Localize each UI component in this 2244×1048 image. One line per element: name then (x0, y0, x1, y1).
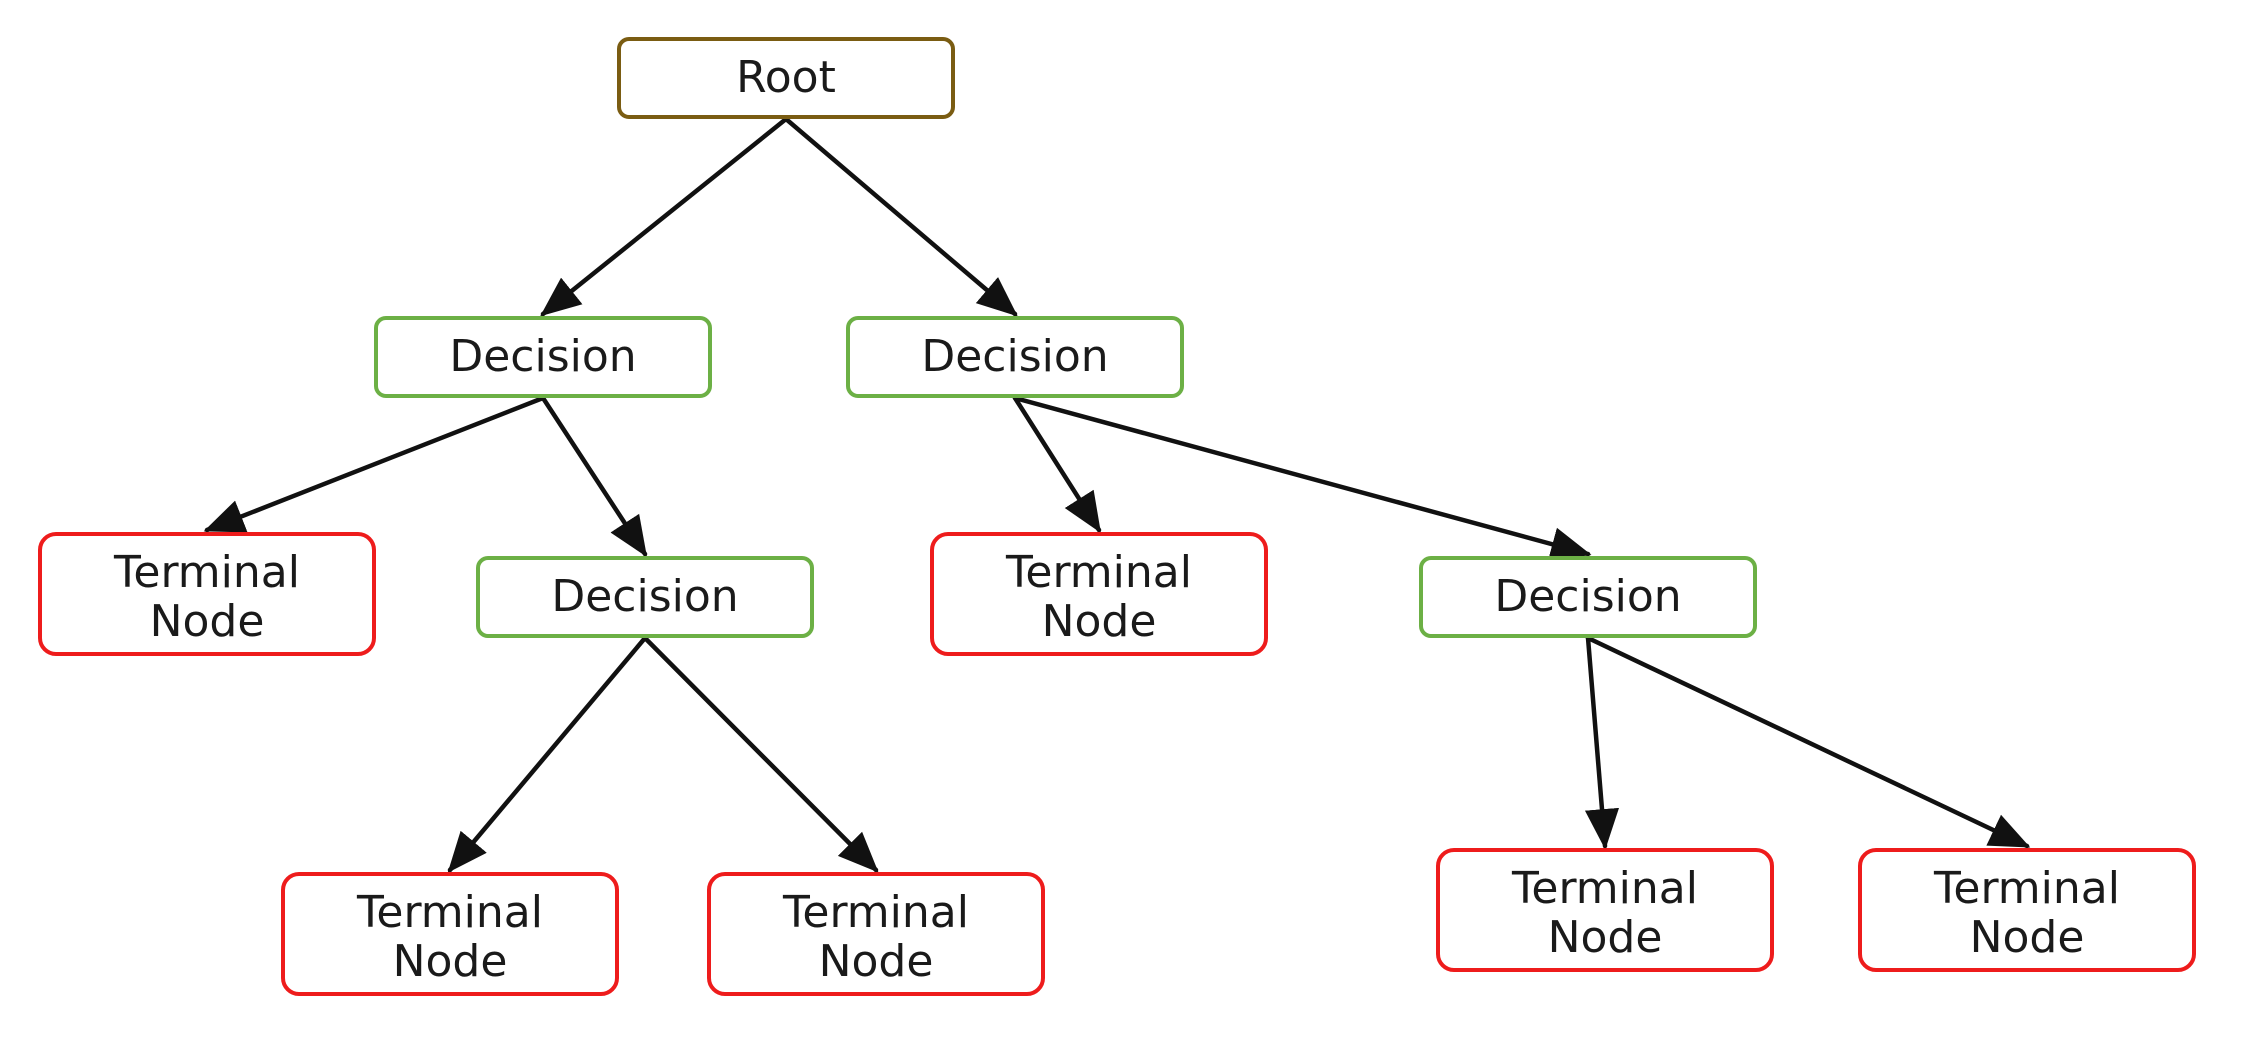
decision-node-right-child: Decision (1419, 556, 1757, 638)
edge-arrow-d3-t3 (447, 635, 648, 873)
edge-arrow-d4-t5 (1584, 635, 1620, 850)
terminal-node-2: Terminal Node (930, 532, 1268, 656)
edge-arrow-root-d1 (540, 116, 789, 317)
edge-arrow-root-d2 (783, 116, 1018, 317)
terminal-node-4: Terminal Node (707, 872, 1045, 996)
root-node-label: Root (736, 52, 836, 104)
terminal-node-label: Terminal Node (783, 886, 969, 987)
terminal-node-label: Terminal Node (357, 886, 543, 987)
decision-node-left-child: Decision (476, 556, 814, 638)
decision-node-label: Decision (921, 331, 1109, 383)
terminal-node-label: Terminal Node (1006, 546, 1192, 647)
terminal-node-label: Terminal Node (1512, 862, 1698, 963)
edge-arrow-d1-d3 (540, 395, 648, 558)
terminal-node-1: Terminal Node (38, 532, 376, 656)
edge-arrow-d3-t4 (642, 635, 879, 873)
terminal-node-6: Terminal Node (1858, 848, 2196, 972)
edge-arrow-d2-d4 (1012, 395, 1592, 561)
edge-arrow-d4-t6 (1585, 635, 2031, 849)
terminal-node-5: Terminal Node (1436, 848, 1774, 972)
terminal-node-label: Terminal Node (1934, 862, 2120, 963)
decision-node-label: Decision (449, 331, 637, 383)
decision-node-label: Decision (1494, 571, 1682, 623)
root-node: Root (617, 37, 955, 119)
edge-arrow-d2-t2 (1012, 395, 1102, 534)
terminal-node-label: Terminal Node (114, 546, 300, 647)
edge-arrow-d1-t1 (203, 395, 546, 533)
decision-node-right: Decision (846, 316, 1184, 398)
terminal-node-3: Terminal Node (281, 872, 619, 996)
decision-node-label: Decision (551, 571, 739, 623)
decision-node-left: Decision (374, 316, 712, 398)
